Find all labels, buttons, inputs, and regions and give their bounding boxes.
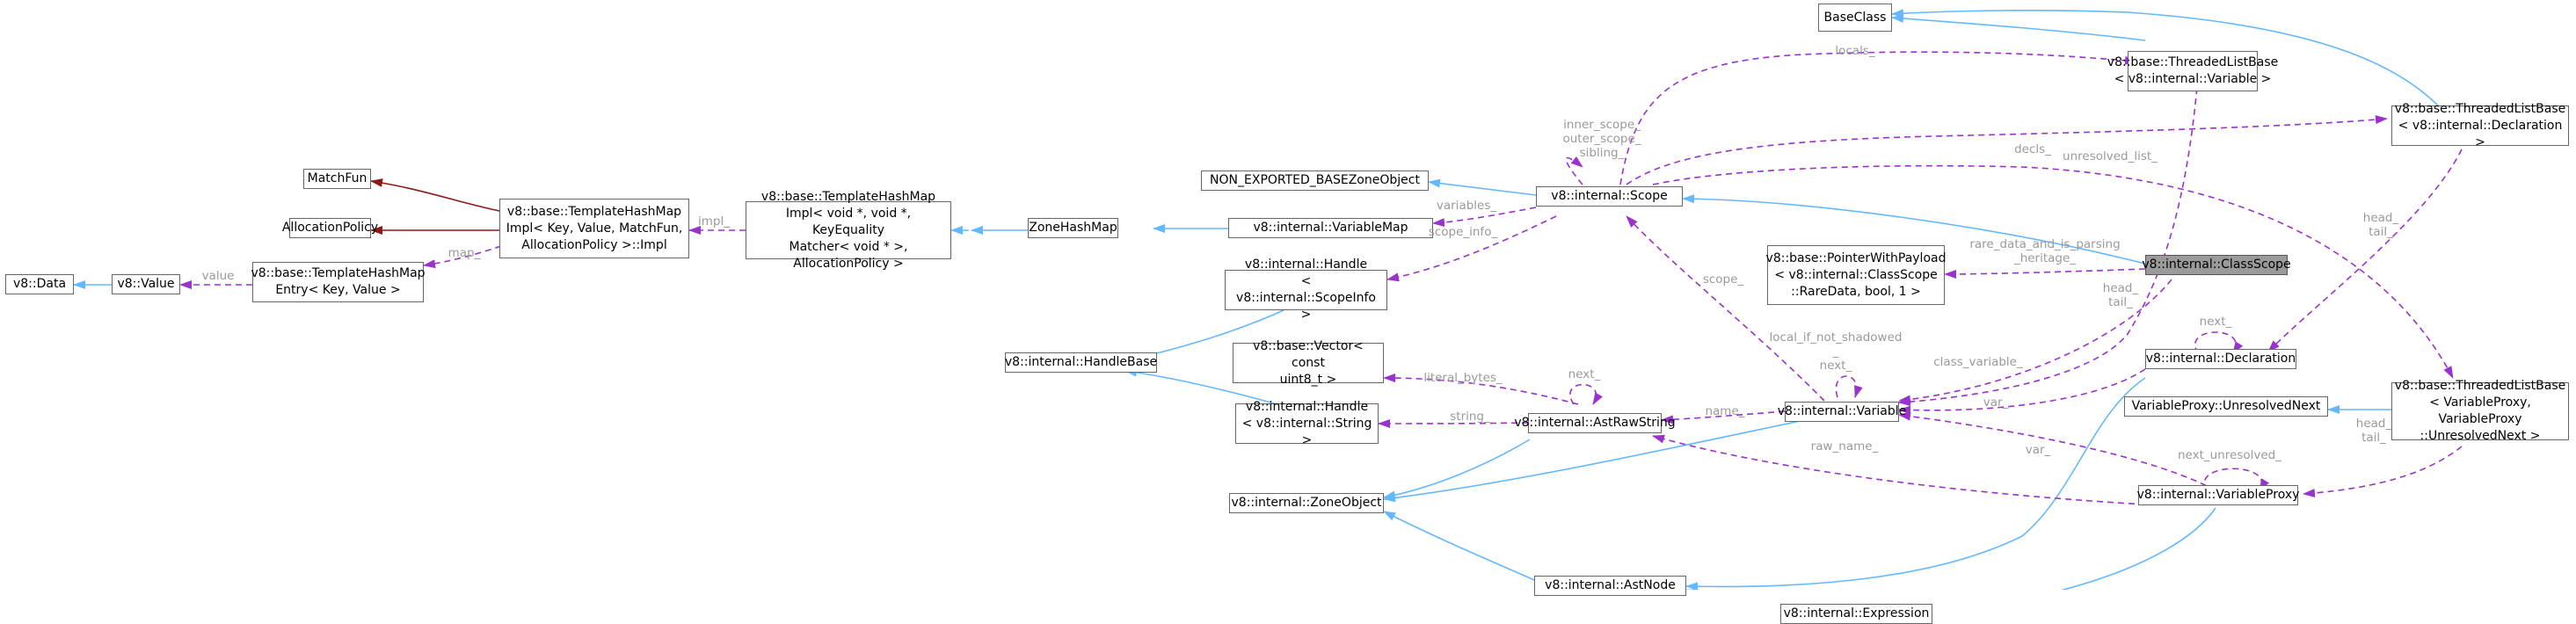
edge-astnode-to-zoneobject xyxy=(1383,511,1535,581)
label-decls: decls_ xyxy=(2014,142,2051,156)
edge-classscope-rare-to-pointer xyxy=(1944,268,2146,279)
edge-scope-unresolved-to-threadedproxy xyxy=(1652,164,2454,379)
node-zone-object[interactable]: v8::internal::ZoneObject xyxy=(1229,493,1384,513)
label-scope-info: scope_info_ xyxy=(1428,225,1498,239)
node-ast-node[interactable]: v8::internal::AstNode xyxy=(1534,576,1686,596)
label-variables: variables_ xyxy=(1436,199,1497,213)
node-handle-string[interactable]: v8::internal::Handle < v8::internal::Str… xyxy=(1235,400,1379,447)
edge-template-matchfun xyxy=(370,178,500,212)
label-string: string_ xyxy=(1450,410,1490,424)
edge-threadeddecl-to-baseclass xyxy=(1891,9,2449,117)
edge-scope-to-nonexported xyxy=(1428,178,1537,196)
node-v8-data[interactable]: v8::Data xyxy=(5,274,74,294)
label-impl: impl_ xyxy=(698,214,730,229)
edge-threadedvar-to-baseclass xyxy=(1891,13,2146,41)
label-self-variable: local_if_not_shadowed _ next_ xyxy=(1769,330,1903,373)
edge-declaration-to-zoneobject xyxy=(1685,377,2146,590)
edge-astrawstring-string-to-handle xyxy=(1378,418,1529,428)
node-vector-uint8[interactable]: v8::base::Vector< const uint8_t > xyxy=(1233,339,1384,387)
label-head-tail-declaration: head_ tail_ xyxy=(2362,211,2399,239)
label-value: value xyxy=(201,269,235,283)
edge-variable-self xyxy=(1835,375,1863,398)
node-variable[interactable]: v8::internal::Variable xyxy=(1778,402,1906,422)
node-handle-scopeinfo[interactable]: v8::internal::Handle < v8::internal::Sco… xyxy=(1225,258,1387,322)
label-head-tail-variable: head_ tail_ xyxy=(2102,281,2139,309)
node-threaded-list-variable[interactable]: v8::base::ThreadedListBase < v8::interna… xyxy=(2107,51,2278,91)
label-rare-data: rare_data_and_is_parsing _heritage_ xyxy=(1969,237,2121,265)
node-variable-map[interactable]: v8::internal::VariableMap xyxy=(1228,218,1433,238)
node-threaded-list-variable-proxy[interactable]: v8::base::ThreadedListBase < VariablePro… xyxy=(2391,379,2569,443)
node-declaration[interactable]: v8::internal::Declaration xyxy=(2145,349,2296,369)
label-head-tail-proxy: head_ tail_ xyxy=(2355,417,2392,445)
node-matchfun[interactable]: MatchFun xyxy=(303,169,371,189)
node-ast-raw-string[interactable]: v8::internal::AstRawString xyxy=(1514,413,1676,433)
edge-scope-locals-to-threadedvar xyxy=(1619,51,2137,185)
label-class-variable: class_variable_ xyxy=(1933,355,2023,369)
label-locals: locals_ xyxy=(1835,44,1875,58)
node-unresolved-next[interactable]: VariableProxy::UnresolvedNext xyxy=(2124,396,2328,417)
edge-scope-self xyxy=(1565,156,1583,185)
node-class-scope[interactable]: v8::internal::ClassScope xyxy=(2142,255,2291,275)
node-template-hashmap-impl[interactable]: v8::base::TemplateHashMap Impl< Key, Val… xyxy=(499,199,689,258)
label-self-scope: inner_scope_ outer_scope_ sibling_ xyxy=(1562,118,1641,160)
node-scope[interactable]: v8::internal::Scope xyxy=(1536,186,1683,207)
edge-scope-scopeinfo-to-handle xyxy=(1386,215,1557,282)
label-name: name_ xyxy=(1705,404,1745,418)
label-raw-name: raw_name_ xyxy=(1810,439,1879,453)
edge-proxy-rawname-to-astrawstring xyxy=(1652,434,2146,505)
label-var-proxy: var_ xyxy=(2025,443,2051,457)
edge-astrawstring-to-zoneobject xyxy=(1383,439,1531,500)
node-non-exported-base[interactable]: NON_EXPORTED_BASEZoneObject xyxy=(1201,171,1429,191)
edge-scope-decls-to-threadeddecl xyxy=(1626,115,2388,185)
edge-classscope-var-to-variable xyxy=(1898,279,2172,404)
node-template-hashmap-entry[interactable]: v8::base::TemplateHashMap Entry< Key, Va… xyxy=(251,262,426,302)
edge-proxy-var-to-variable xyxy=(1898,411,2216,491)
edge-declaration-self xyxy=(2194,331,2244,354)
edge-variable-scope-to-scope xyxy=(1626,215,1825,402)
edge-astrawstring-self xyxy=(1569,383,1603,405)
node-allocation-policy[interactable]: AllocationPolicy xyxy=(282,218,378,238)
edge-scope-variables-to-variablemap xyxy=(1432,207,1537,228)
edge-classscope-to-scope xyxy=(1682,194,2146,265)
edge-threadedvar-head-to-variable xyxy=(1898,76,2199,407)
edge-threadedproxy-head-to-proxy xyxy=(2303,446,2463,498)
label-self-declaration: next_ xyxy=(2199,315,2232,329)
node-template-hashmap-impl-void[interactable]: v8::base::TemplateHashMap Impl< void *, … xyxy=(746,190,951,271)
node-pointer-with-payload[interactable]: v8::base::PointerWithPayload < v8::inter… xyxy=(1766,245,1946,305)
collaboration-graph xyxy=(73,9,2463,590)
label-self-variable-proxy: next_unresolved_ xyxy=(2178,448,2281,462)
node-variable-proxy[interactable]: v8::internal::VariableProxy xyxy=(2137,485,2299,505)
label-map: map_ xyxy=(448,246,481,260)
edge-astrawstring-literal-to-vector xyxy=(1383,374,1579,405)
label-unresolved-list: unresolved_list_ xyxy=(2063,149,2158,163)
label-scope: scope_ xyxy=(1702,272,1744,287)
edge-declaration-var-to-variable xyxy=(1898,368,2146,415)
node-threaded-list-declaration[interactable]: v8::base::ThreadedListBase < v8::interna… xyxy=(2391,102,2569,149)
edge-variableproxy-to-expression xyxy=(2060,507,2216,590)
node-zone-hashmap[interactable]: ZoneHashMap xyxy=(1028,218,1118,238)
edge-variable-name-to-astrawstring xyxy=(1661,410,1786,424)
label-literal-bytes: literal_bytes_ xyxy=(1423,371,1503,385)
edge-variable-to-zoneobject xyxy=(1383,418,1809,503)
label-var-declaration: var_ xyxy=(1983,395,2009,410)
node-base-class[interactable]: BaseClass xyxy=(1818,4,1892,32)
node-v8-value[interactable]: v8::Value xyxy=(112,274,180,294)
edge-threadeddecl-head-to-declaration xyxy=(2267,149,2463,352)
node-handle-base[interactable]: v8::internal::HandleBase xyxy=(1005,352,1157,373)
node-expression[interactable]: v8::internal::Expression xyxy=(1780,604,1932,624)
edge-proxy-self xyxy=(2203,468,2269,491)
label-self-ast-raw-string: next_ xyxy=(1568,367,1601,381)
